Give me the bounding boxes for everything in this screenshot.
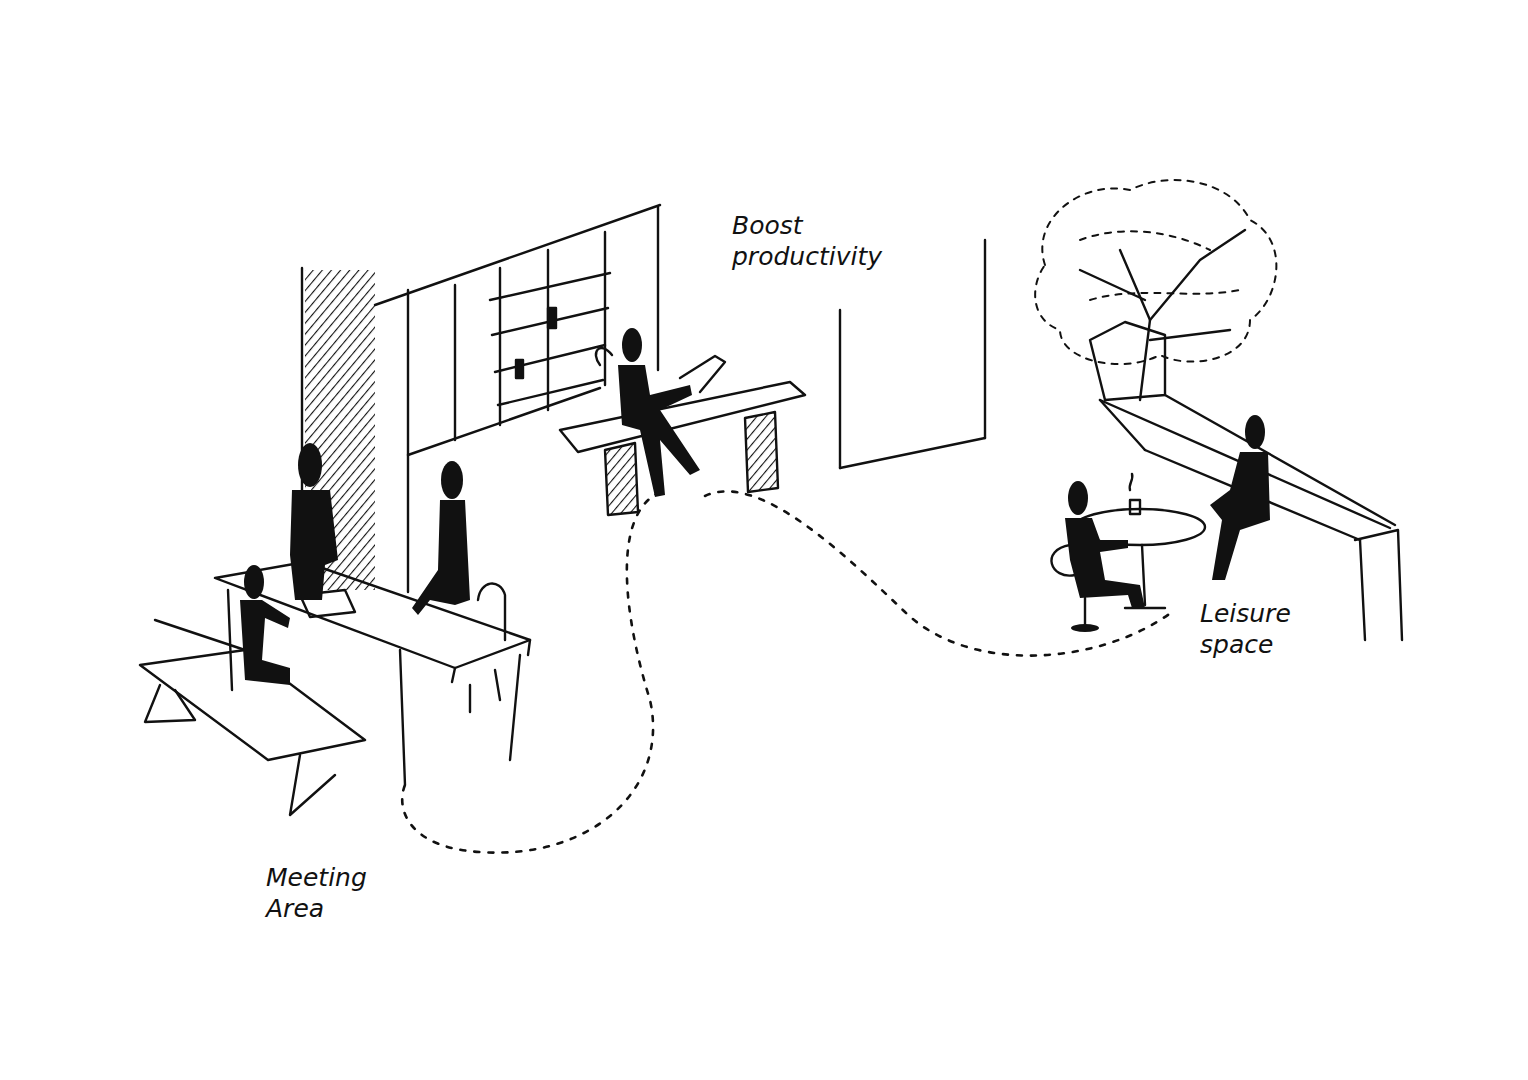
zone-label: Boost productivity [728,208,926,275]
zone-label: Meeting Area [262,860,400,927]
zone-label: Leisure space [1196,596,1324,663]
